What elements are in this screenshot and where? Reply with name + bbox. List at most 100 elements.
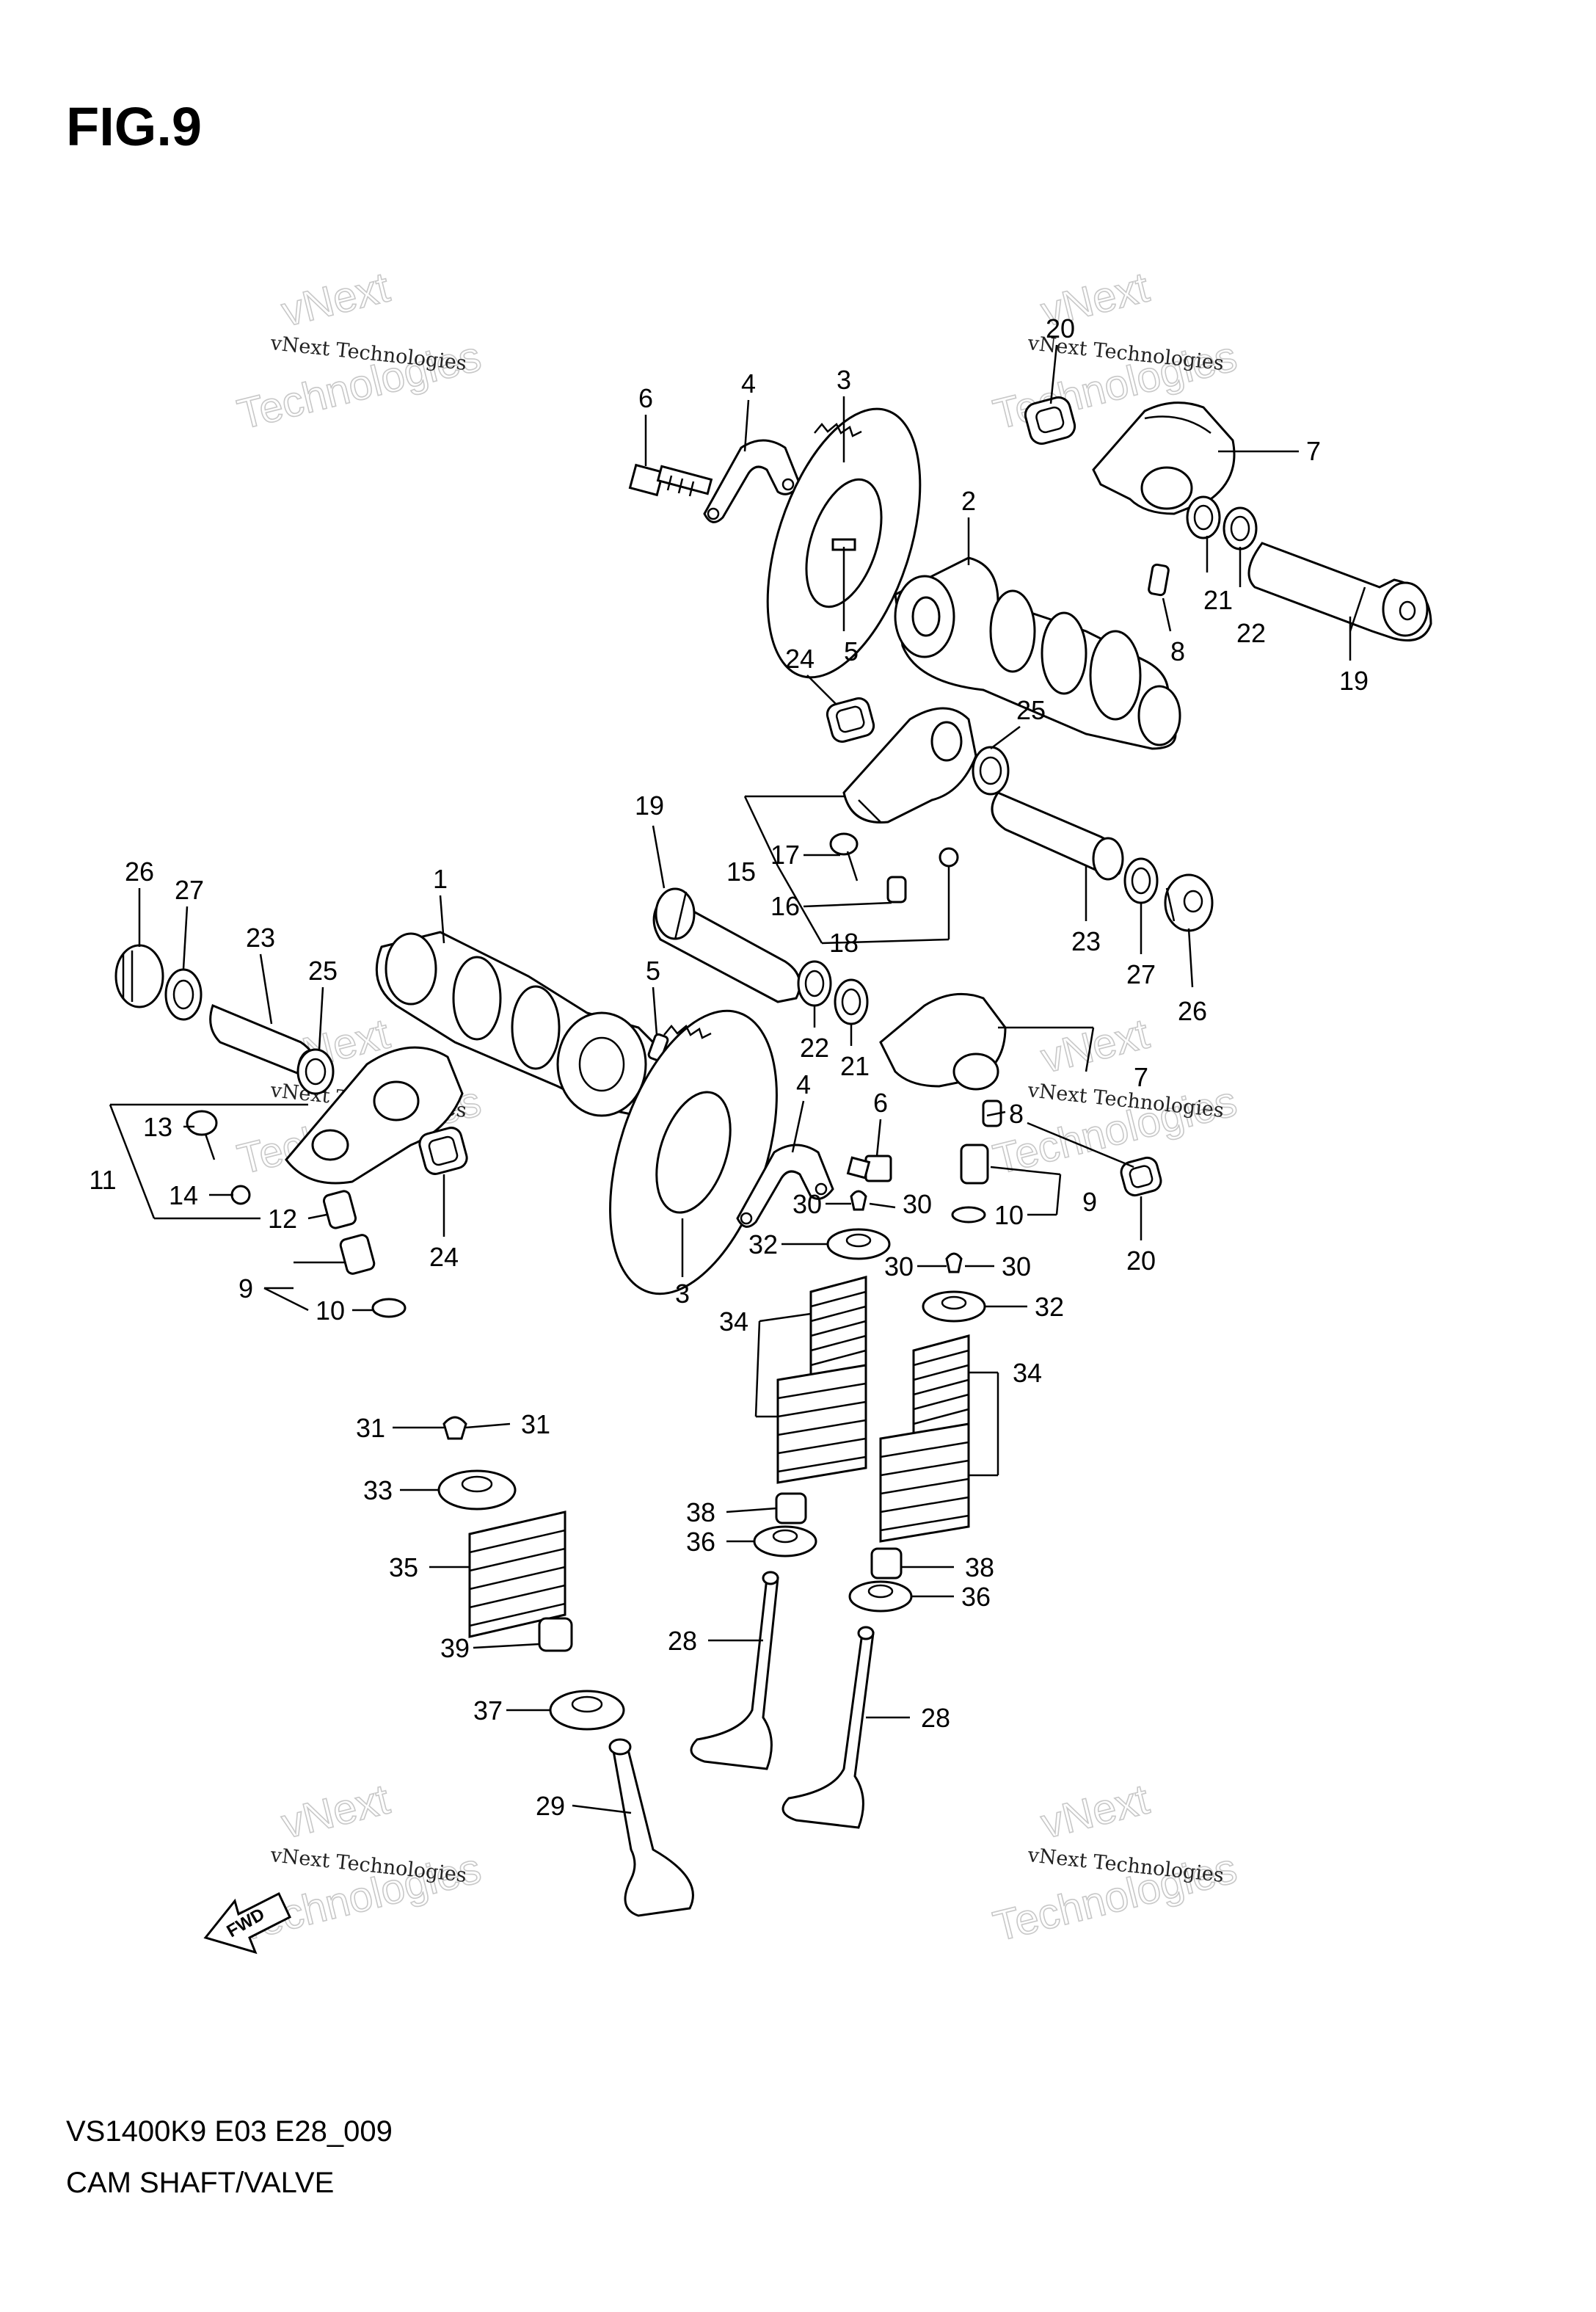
callout-4-top: 4 <box>741 368 756 399</box>
part-30-cotter-upper-left <box>850 1190 867 1211</box>
part-19-rocker-shaft-top <box>1247 542 1432 641</box>
callout-28-left: 28 <box>668 1626 697 1656</box>
svg-text:vNext: vNext <box>277 263 394 336</box>
watermark-bottom-right: vNext Technologies vNext Technologies <box>988 1775 1242 1952</box>
callout-9-right: 9 <box>1082 1187 1097 1217</box>
part-22-washer-top <box>1222 506 1258 550</box>
part-4-cam-chain-guide-middle <box>736 1144 834 1228</box>
callout-29: 29 <box>536 1791 565 1821</box>
part-39-valve-seal-lower <box>538 1617 573 1652</box>
callout-23-right: 23 <box>1071 926 1101 956</box>
part-14-nut-left <box>230 1185 251 1205</box>
svg-text:vNext: vNext <box>1036 1775 1154 1848</box>
part-27-washer-right <box>1123 857 1159 904</box>
part-1-camshaft <box>375 931 666 1117</box>
part-22-washer-middle <box>797 960 832 1007</box>
part-9-tappet-assembly-right <box>960 1144 989 1185</box>
part-29-intake-valve <box>608 1738 694 1917</box>
part-10-shim-left <box>371 1298 407 1318</box>
callout-2: 2 <box>961 486 976 516</box>
callout-31-right: 31 <box>521 1409 550 1439</box>
callout-32-left: 32 <box>748 1229 778 1259</box>
part-9-tappet-assembly-left <box>339 1234 376 1275</box>
part-23-rocker-shaft-right <box>991 791 1124 881</box>
callout-24-top: 24 <box>785 644 815 674</box>
callout-3-top: 3 <box>837 365 851 395</box>
part-27-washer-left <box>164 968 203 1021</box>
part-34-valve-spring-right <box>879 1334 970 1543</box>
part-20-cap-middle <box>1120 1156 1162 1197</box>
part-24-plug-middle <box>418 1127 468 1175</box>
callout-30-b: 30 <box>903 1189 932 1219</box>
callout-33: 33 <box>363 1475 393 1505</box>
callout-12: 12 <box>268 1204 297 1234</box>
callout-38-right: 38 <box>965 1552 994 1582</box>
callout-31-left: 31 <box>356 1413 385 1443</box>
part-7-rocker-arm-middle-right <box>879 992 1007 1091</box>
callout-22-top: 22 <box>1236 618 1266 648</box>
callout-20-middle: 20 <box>1126 1246 1156 1276</box>
callout-27-right: 27 <box>1126 959 1156 989</box>
callout-27-left: 27 <box>175 875 204 905</box>
part-32-retainer-left <box>826 1228 891 1260</box>
figure-title: FIG.9 <box>66 96 203 157</box>
diagram-caption: CAM SHAFT/VALVE <box>66 2167 335 2199</box>
part-3-cam-sprocket-top <box>766 407 922 679</box>
part-33-retainer-lower <box>437 1469 517 1511</box>
callout-17: 17 <box>770 840 800 870</box>
part-31-cotter-left <box>442 1416 467 1440</box>
watermark-top-left: vNext Technologies vNext Technologies <box>233 263 487 440</box>
part-20-cap-top <box>1024 396 1076 445</box>
callout-6-middle: 6 <box>873 1088 888 1118</box>
callout-1: 1 <box>433 864 448 894</box>
part-37-spring-seat-lower <box>549 1690 625 1731</box>
part-10-shim-right <box>951 1206 986 1224</box>
part-11-rocker-arm-assembly-left <box>285 1046 464 1185</box>
callout-35: 35 <box>389 1552 418 1582</box>
part-24-plug-top <box>826 697 875 743</box>
callout-9-left: 9 <box>238 1273 253 1304</box>
callout-25-left: 25 <box>308 956 338 986</box>
part-7-rocker-arm-top-right <box>1092 401 1236 515</box>
callout-7-middle: 7 <box>1134 1062 1148 1092</box>
callout-25-top: 25 <box>1016 695 1046 725</box>
callout-20-top: 20 <box>1046 313 1075 343</box>
watermark-middle-right: vNext Technologies vNext Technologies <box>988 1009 1242 1185</box>
part-28-exhaust-valve-left <box>690 1571 779 1770</box>
callout-30-a: 30 <box>792 1189 822 1219</box>
callout-19-top: 19 <box>1339 666 1369 696</box>
part-28-exhaust-valve-right <box>781 1626 875 1829</box>
callout-21-middle: 21 <box>840 1051 870 1081</box>
callout-6-top: 6 <box>638 383 653 413</box>
part-6-bolt-middle <box>846 1155 892 1182</box>
callout-30-c: 30 <box>884 1251 914 1282</box>
model-code: VS1400K9 E03 E28_009 <box>66 2115 393 2148</box>
part-16-tappet <box>886 876 907 904</box>
callout-34-right: 34 <box>1013 1358 1042 1388</box>
callout-37: 37 <box>473 1695 503 1726</box>
callout-18: 18 <box>829 928 859 958</box>
part-32-retainer-right <box>922 1290 986 1323</box>
callout-34-left: 34 <box>719 1306 748 1337</box>
callout-36-right: 36 <box>961 1582 991 1612</box>
callout-30-d: 30 <box>1002 1251 1031 1282</box>
part-18-nut <box>939 847 959 868</box>
part-21-washer-top <box>1186 495 1221 539</box>
callout-8-middle: 8 <box>1009 1099 1024 1129</box>
part-8-adjuster-top <box>1148 563 1170 597</box>
callout-15: 15 <box>726 857 756 887</box>
callout-22-middle: 22 <box>800 1033 829 1063</box>
part-12-tappet-left <box>322 1190 357 1229</box>
part-36-spring-seat-right <box>848 1580 913 1613</box>
part-15-rocker-arm-assembly <box>842 707 977 824</box>
callout-5-top: 5 <box>844 636 859 666</box>
callout-13: 13 <box>143 1112 172 1142</box>
callout-19-middle: 19 <box>635 790 664 821</box>
callout-38-left: 38 <box>686 1497 715 1527</box>
part-25-washer-left <box>296 1048 335 1095</box>
callout-24-middle: 24 <box>429 1242 459 1272</box>
part-30-cotter-upper-right <box>945 1252 963 1273</box>
callout-26-left: 26 <box>125 857 154 887</box>
part-21-washer-middle <box>834 978 869 1025</box>
